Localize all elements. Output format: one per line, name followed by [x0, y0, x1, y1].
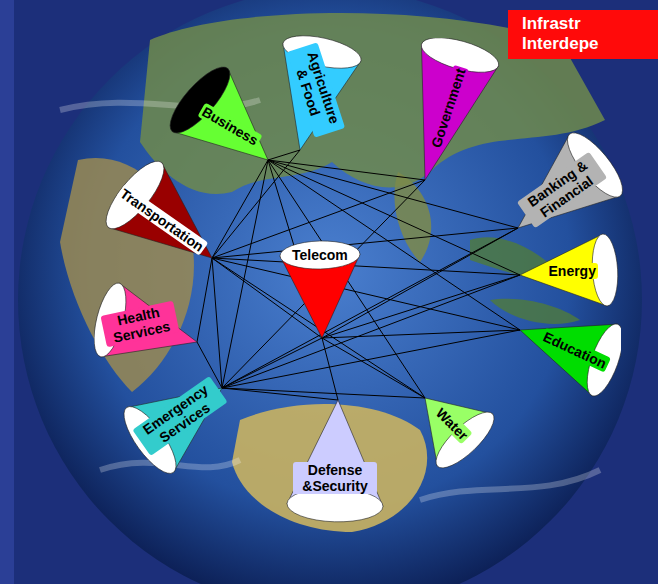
dependency-line: [268, 160, 425, 180]
dependency-line: [222, 180, 425, 388]
dependency-line: [212, 258, 520, 330]
sector-cone: Health Services: [94, 280, 200, 360]
dependency-line: [197, 258, 212, 342]
dependency-line: [222, 228, 518, 388]
dependency-line: [322, 338, 425, 398]
dependency-line: [222, 330, 520, 388]
earth-disc: [18, 0, 642, 584]
dependency-line: [322, 338, 338, 400]
sector-cone: Energy: [517, 231, 621, 309]
dependency-line: [212, 160, 268, 258]
dependency-line: [212, 258, 520, 275]
cone-base: [280, 240, 361, 270]
dependency-line: [222, 275, 520, 388]
cone-base: [428, 404, 496, 470]
sector-cone: Defense &Security: [284, 397, 386, 525]
sector-label: Defense &Security: [293, 462, 377, 494]
sector-cone: Banking & Financial: [513, 131, 624, 232]
dependency-line: [222, 338, 322, 388]
dependency-line: [212, 258, 222, 388]
dependency-line: [322, 275, 520, 338]
sector-label: Energy: [547, 263, 598, 279]
sector-cone: Telecom: [277, 238, 363, 341]
title-text: Infrastr Interdepe: [522, 14, 614, 54]
cone-body: [287, 400, 383, 506]
cone-body: [520, 234, 607, 306]
cone-shape: [418, 38, 502, 183]
sector-cone: Transportation: [105, 159, 215, 261]
sector-cone: Agriculture & Food: [279, 35, 365, 153]
sector-cone: Business: [169, 65, 271, 163]
sector-cone: Education: [517, 321, 621, 399]
dependency-line: [222, 388, 338, 400]
sector-cone: Water: [422, 395, 496, 470]
dependency-line: [322, 228, 518, 338]
dependency-line: [268, 160, 518, 228]
sector-label: Telecom: [290, 247, 350, 263]
dependency-line: [222, 160, 268, 388]
dependency-line: [268, 160, 425, 398]
title-banner: Infrastr Interdepe: [508, 10, 658, 59]
dependency-line: [322, 330, 520, 338]
dependency-line: [222, 388, 425, 398]
sector-cone: Emergency Services: [123, 372, 231, 476]
dependency-line: [268, 150, 300, 160]
frame-edge: [0, 0, 14, 584]
cone-shape: [284, 397, 386, 525]
sector-cone: Government: [418, 38, 502, 183]
